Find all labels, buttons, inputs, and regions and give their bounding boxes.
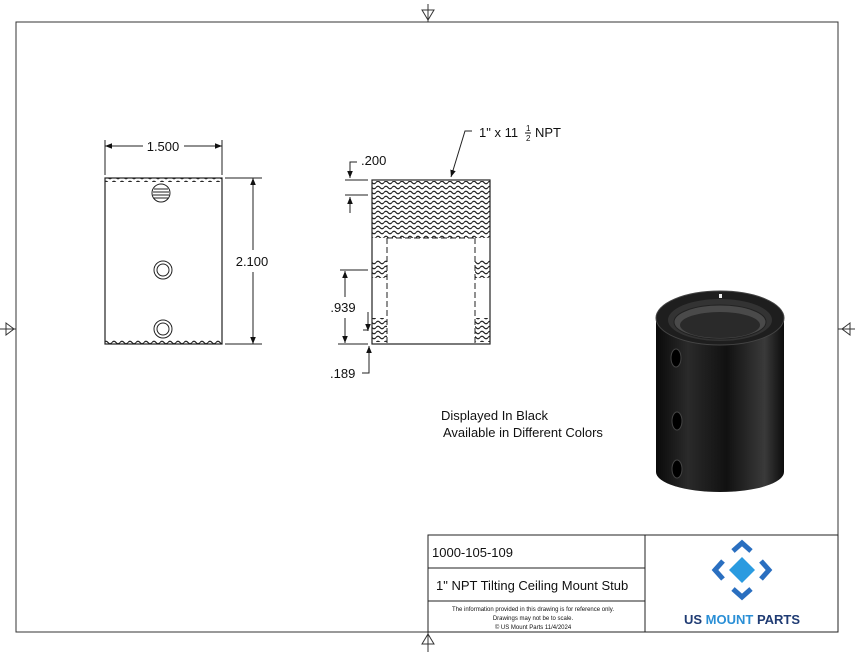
front-view: 1.500 2.100 xyxy=(104,139,269,345)
part-render xyxy=(655,290,785,492)
company-logo: US MOUNT PARTS xyxy=(684,539,800,627)
dim-hole-spacing: .939 xyxy=(330,300,355,315)
mount-hole xyxy=(153,260,173,280)
section-view: 1" x 11 1 2 NPT .200 .939 .189 xyxy=(330,124,561,381)
slotted-hole xyxy=(151,183,171,203)
note-color: Displayed In Black xyxy=(441,408,548,423)
thread-fraction-den: 2 xyxy=(526,134,531,143)
part-name: 1" NPT Tilting Ceiling Mount Stub xyxy=(436,578,628,593)
logo-word-parts: PARTS xyxy=(757,612,800,627)
copyright: © US Mount Parts 11/4/2024 xyxy=(495,624,572,631)
title-block: 1000-105-109 1" NPT Tilting Ceiling Moun… xyxy=(427,534,839,633)
dim-height: 2.100 xyxy=(236,254,269,269)
dim-hole-offset: .189 xyxy=(330,366,355,381)
thread-fraction-num: 1 xyxy=(526,124,531,133)
scale-note: Drawings may not be to scale. xyxy=(493,616,574,622)
logo-word-us: US xyxy=(684,612,702,627)
sheet-border xyxy=(15,21,839,633)
dim-thread-depth: .200 xyxy=(361,153,386,168)
centering-marks xyxy=(0,4,855,652)
svg-text:US MOUNT PARTS: US MOUNT PARTS xyxy=(684,612,800,627)
thread-callout-suffix: NPT xyxy=(535,125,561,140)
svg-text:1" x 11: 1" x 11 xyxy=(479,125,518,140)
disclaimer: The information provided in this drawing… xyxy=(452,607,614,613)
thread-callout-prefix: 1" x 11 xyxy=(479,125,518,140)
note-availability: Available in Different Colors xyxy=(443,425,603,440)
part-number: 1000-105-109 xyxy=(432,545,513,560)
mount-hole xyxy=(153,319,173,339)
logo-word-mount: MOUNT xyxy=(706,612,754,627)
dim-width: 1.500 xyxy=(147,139,180,154)
